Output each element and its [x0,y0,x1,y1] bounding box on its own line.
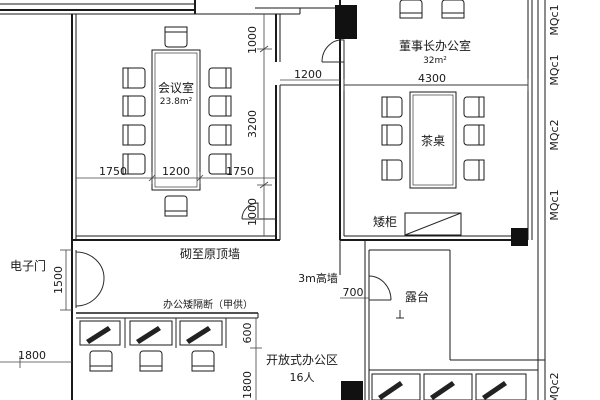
chair [122,153,146,175]
wall-to-ceiling-label: 砌至原顶墙 [180,247,240,261]
dim-3200: 3200 [246,110,259,138]
workstation [371,373,421,400]
dim-1000-bottom: 1000 [246,198,259,226]
text-labels: 会议室 23.8m² 董事长办公室 32m² 茶桌 矮柜 露台 开放式办公区 1… [10,4,561,400]
dim-1750-left: 1750 [99,165,127,178]
meeting-room-name: 会议室 [158,80,194,95]
walls [0,0,546,400]
chair [208,153,232,175]
terrace-label: 露台 [405,289,429,304]
dim-4300: 4300 [418,72,446,85]
chair [122,124,146,146]
electronic-door-label: 电子门 [10,258,46,273]
open-office-name: 开放式办公区 [266,352,338,367]
chair [463,124,485,146]
chairman-office-name: 董事长办公室 [399,38,471,53]
doors [75,39,392,308]
workstation [179,320,223,346]
dim-1750-right: 1750 [226,165,254,178]
tea-table-label: 茶桌 [421,133,445,148]
chair [381,96,403,118]
chair [463,96,485,118]
wall-tag-mqc1-top: MQc1 [548,4,561,35]
chair [381,124,403,146]
chair [89,350,113,372]
chair [164,195,188,217]
chair [463,159,485,181]
chair [381,159,403,181]
wall-tag-mqc2-bottom: MQc2 [548,372,561,400]
chair [122,95,146,117]
chair [441,0,465,19]
chair [208,124,232,146]
workstation [79,320,121,346]
chair [122,67,146,89]
chairman-office-furniture [381,0,485,236]
dim-1800-left: 1800 [18,349,46,362]
dim-700: 700 [343,286,364,299]
workstation [475,373,527,400]
wall-tag-mqc1-lower: MQc1 [548,189,561,220]
low-cabinet [404,212,462,236]
wall-tag-mqc2-mid: MQc2 [548,119,561,150]
dimension-lines [0,14,529,400]
dim-600: 600 [241,323,254,344]
dim-1800-vertical: 1800 [241,371,254,399]
dim-1200-corridor: 1200 [294,68,322,81]
chair [164,26,188,48]
chair [191,350,215,372]
dim-1000-top: 1000 [246,26,259,54]
tea-table [409,91,457,189]
meeting-table [151,49,201,191]
dim-1500: 1500 [52,266,65,294]
meeting-room-area: 23.8m² [160,97,193,107]
chair [208,67,232,89]
workstation [129,320,173,346]
chair [208,95,232,117]
chair [139,350,163,372]
high-wall-label: 3m高墙 [298,271,338,285]
chairman-office-area: 32m² [423,56,447,66]
workstation [423,373,473,400]
open-office-capacity: 16人 [290,371,315,384]
open-office-workstations [79,318,527,400]
office-partition-label: 办公矮隔断（甲供） [163,298,253,311]
low-cabinet-label: 矮柜 [373,215,397,229]
chair [399,0,423,19]
dim-1200-table: 1200 [162,165,190,178]
wall-tag-mqc1-mid: MQc1 [548,54,561,85]
meeting-room-furniture [122,26,232,217]
